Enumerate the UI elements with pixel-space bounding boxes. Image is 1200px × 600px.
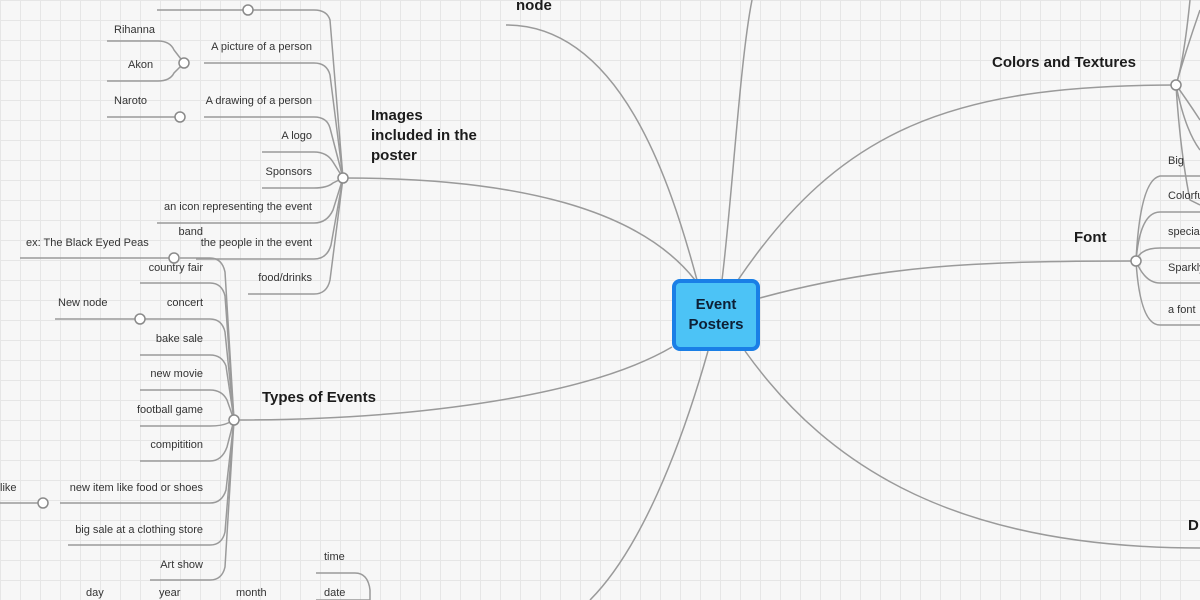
node-day[interactable]: day: [86, 587, 104, 599]
branch-partial-d[interactable]: D: [1188, 517, 1199, 534]
node-compitition[interactable]: compitition: [150, 439, 203, 451]
central-topic-node[interactable]: Event Posters: [672, 279, 760, 351]
node-concert[interactable]: concert: [166, 297, 203, 309]
collapse-knob-font[interactable]: [1130, 255, 1142, 267]
connector-line: [1175, 0, 1191, 86]
node-big[interactable]: Big: [1168, 155, 1184, 167]
node-country-fair[interactable]: country fair: [148, 262, 203, 274]
node-food-drinks[interactable]: food/drinks: [258, 272, 312, 284]
node-date[interactable]: date: [324, 587, 346, 599]
connector-line: [316, 572, 371, 600]
connector-line: [157, 9, 344, 179]
node-logo[interactable]: A logo: [281, 130, 312, 142]
collapse-knob-concert[interactable]: [134, 313, 146, 325]
edge-central-d: [744, 350, 1200, 549]
collapse-knob-band[interactable]: [168, 252, 180, 264]
edge-central-bottom: [589, 350, 709, 600]
node-colorful-partial[interactable]: Colorfu: [1168, 190, 1200, 202]
connector-line: [1135, 247, 1200, 262]
connector-line: [140, 282, 235, 421]
connector-line: [157, 177, 344, 224]
connector-line: [204, 116, 344, 179]
collapse-knob-drawing[interactable]: [174, 111, 186, 123]
connector-line: [140, 318, 235, 421]
node-football-game[interactable]: football game: [136, 404, 203, 416]
connector-line: [1135, 211, 1200, 262]
branch-node[interactable]: node: [516, 0, 552, 14]
connector-line: [1175, 84, 1200, 206]
connector-line: [107, 40, 185, 64]
connector-line: [196, 177, 344, 260]
collapse-knob-images[interactable]: [337, 172, 349, 184]
node-like-partial[interactable]: like: [0, 482, 17, 494]
connector-line: [262, 151, 344, 179]
node-rihanna[interactable]: Rihanna: [114, 24, 155, 36]
connector-line: [150, 419, 235, 581]
connector-line: [107, 62, 185, 82]
connector-line: [68, 419, 235, 546]
edge-central-images: [342, 177, 696, 281]
edge-central-node: [505, 24, 698, 281]
collapse-knob-new-item[interactable]: [37, 497, 49, 509]
node-new-item[interactable]: new item like food or shoes: [69, 482, 203, 494]
connector-line: [262, 177, 344, 189]
connector-line: [140, 419, 235, 462]
connector-line: [180, 257, 235, 421]
node-new-movie[interactable]: new movie: [150, 368, 203, 380]
node-a-font-partial[interactable]: a font: [1168, 304, 1196, 316]
node-art-show[interactable]: Art show: [160, 559, 203, 571]
collapse-knob-types[interactable]: [228, 414, 240, 426]
node-special-partial[interactable]: special: [1168, 226, 1200, 238]
edge-central-top: [721, 0, 753, 281]
node-akon[interactable]: Akon: [128, 59, 154, 71]
node-sparkly-partial[interactable]: Sparkly: [1168, 262, 1200, 274]
connector-line: [1175, 84, 1200, 151]
edge-central-font: [759, 260, 1137, 299]
connector-line: [1135, 175, 1200, 262]
node-naroto[interactable]: Naroto: [114, 95, 148, 107]
edge-central-colors: [737, 84, 1177, 281]
connector-line: [248, 177, 344, 295]
edge-central-types: [233, 346, 673, 421]
node-black-eyed-peas[interactable]: ex: The Black Eyed Peas: [26, 237, 149, 249]
connector-line: [1135, 260, 1200, 326]
connector-line: [140, 354, 235, 421]
branch-images[interactable]: Images included in the poster: [371, 107, 477, 164]
connector-line: [60, 419, 235, 504]
node-icon-event[interactable]: an icon representing the event: [164, 201, 312, 213]
node-sponsors[interactable]: Sponsors: [265, 166, 312, 178]
node-month[interactable]: month: [236, 587, 267, 599]
node-people-event[interactable]: the people in the event: [200, 237, 312, 249]
node-bake-sale[interactable]: bake sale: [155, 333, 203, 345]
node-time[interactable]: time: [324, 551, 345, 563]
connector-line: [1175, 9, 1200, 86]
branch-colors-textures[interactable]: Colors and Textures: [992, 54, 1136, 71]
node-drawing-person[interactable]: A drawing of a person: [205, 95, 312, 107]
connector-line: [140, 419, 235, 427]
collapse-knob-picture[interactable]: [178, 57, 190, 69]
node-new-node[interactable]: New node: [58, 297, 108, 309]
connector-line: [204, 62, 344, 179]
branch-font[interactable]: Font: [1074, 229, 1107, 246]
node-band[interactable]: band: [178, 226, 203, 238]
node-big-sale[interactable]: big sale at a clothing store: [75, 524, 203, 536]
collapse-knob-top[interactable]: [242, 4, 254, 16]
branch-types-of-events[interactable]: Types of Events: [262, 389, 376, 406]
collapse-knob-colors[interactable]: [1170, 79, 1182, 91]
connector-line: [140, 389, 235, 421]
node-picture-person[interactable]: A picture of a person: [211, 41, 312, 53]
node-year[interactable]: year: [159, 587, 181, 599]
